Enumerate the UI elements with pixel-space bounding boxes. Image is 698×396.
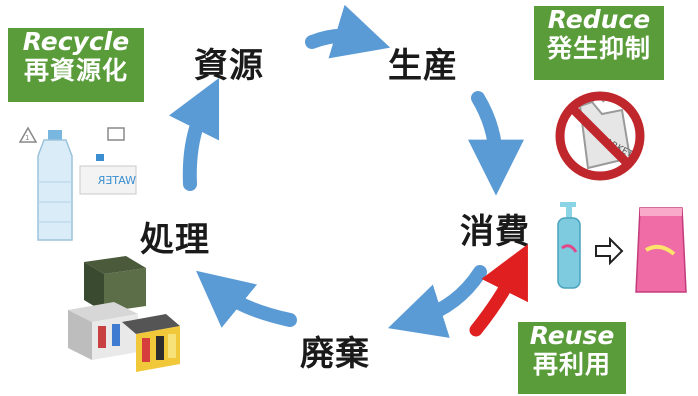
badge-reduce-jp: 発生抑制 xyxy=(546,33,651,63)
arrow-consumption-to-disposal xyxy=(387,265,487,338)
node-treatment: 処理 xyxy=(140,220,210,260)
node-disposal: 廃棄 xyxy=(300,334,370,374)
reuse-products-illustration xyxy=(557,202,687,293)
node-resource: 資源 xyxy=(194,46,264,86)
crushed-cans-bale-icon xyxy=(68,256,180,372)
badge-reuse-en: Reuse xyxy=(529,321,615,350)
arrow-production-to-consumption xyxy=(467,91,524,196)
arrow-treatment-to-resource xyxy=(168,77,220,191)
arrow-disposal-to-treatment xyxy=(195,270,297,328)
svg-text:1: 1 xyxy=(25,134,29,142)
refill-pouch-icon xyxy=(635,207,687,293)
badge-reuse-jp: 再利用 xyxy=(532,349,611,379)
badge-recycle-jp: 再資源化 xyxy=(23,55,128,85)
plastic-bag-prohibited-icon: MARKET xyxy=(555,91,645,181)
water-bottle-icon: WATER xyxy=(37,130,137,241)
arrow-resource-to-production xyxy=(305,4,391,59)
outline-arrow-icon xyxy=(595,236,624,266)
bottle-label: WATER xyxy=(97,174,136,187)
node-production: 生産 xyxy=(388,46,458,86)
arrow-reuse xyxy=(469,244,528,337)
recycle-mark-icon: 1 xyxy=(18,126,125,143)
node-consumption: 消費 xyxy=(460,212,530,252)
pump-bottle-icon xyxy=(557,202,581,289)
badge-reuse: Reuse 再利用 xyxy=(518,321,626,394)
badge-recycle-en: Recycle xyxy=(22,27,130,56)
badge-recycle: Recycle 再資源化 xyxy=(8,27,144,102)
badge-reduce-en: Reduce xyxy=(547,5,651,34)
water-bottle-illustration: 1 WATER xyxy=(18,126,137,241)
badge-reduce: Reduce 発生抑制 xyxy=(534,5,664,80)
